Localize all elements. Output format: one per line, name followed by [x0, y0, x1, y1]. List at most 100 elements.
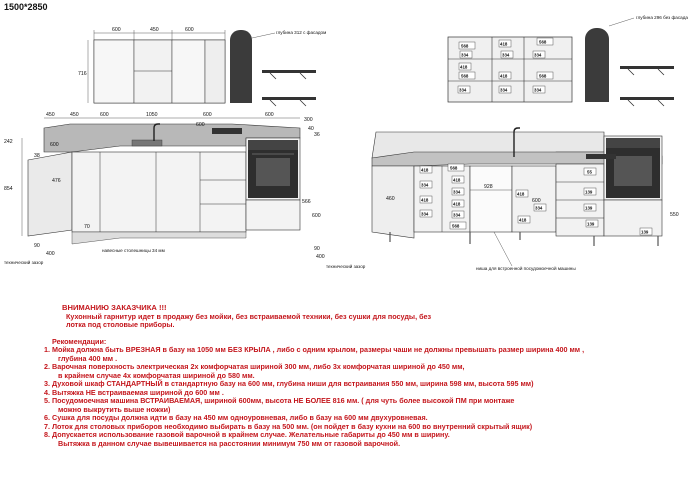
- rec-text: Духовой шкаф СТАНДАРТНЫЙ в стандартную б…: [52, 379, 534, 388]
- notes-intro-2: лотка под столовые приборы.: [66, 320, 175, 329]
- rb-box: 334: [453, 190, 461, 195]
- lt-dim-2: 450: [150, 27, 159, 33]
- rb-box: 334: [535, 206, 543, 211]
- lt-dim-3: 600: [185, 27, 194, 33]
- lb-dim: 450: [46, 112, 55, 118]
- rt-box: 418: [460, 65, 468, 70]
- recommendation-item: Вытяжка НЕ встраиваемая шириной до 600 м…: [52, 387, 695, 398]
- rb-box: 568: [452, 224, 460, 229]
- lt-dim-1: 600: [112, 27, 121, 33]
- rt-box: 334: [500, 88, 508, 93]
- rec-text-cont: можно выкрутить выше ножки): [58, 404, 171, 414]
- lb-dim: 600: [100, 112, 109, 118]
- lb-bottom: 400: [46, 251, 55, 257]
- lb-side: 854: [4, 186, 13, 192]
- lb-bottom: 90: [34, 243, 40, 249]
- lb-side: 566: [302, 199, 311, 205]
- lb-note-countertop: навесные столешницы 34 мм: [102, 248, 165, 253]
- rec-text: Лоток для столовых приборов необходимо в…: [52, 421, 533, 431]
- rec-text: Сушка для посуды должна идти в базу на 4…: [52, 413, 428, 422]
- rt-box: 418: [500, 42, 508, 47]
- rt-box: 334: [534, 88, 542, 93]
- rec-text: Вытяжка НЕ встраиваемая шириной до 600 м…: [52, 387, 224, 397]
- lb-label-tech2: технический зазор: [326, 263, 366, 269]
- rt-box: 334: [502, 53, 510, 58]
- lb-side: 70: [84, 224, 90, 230]
- recommendation-item: Посудомоечная машина ВСТРАИВАЕМАЯ, ширин…: [52, 396, 695, 414]
- recommendation-item: Мойка должна быть ВРЕЗНАЯ в базу на 1050…: [52, 345, 695, 363]
- rb-box: 334: [421, 212, 429, 217]
- recommendation-item: Варочная поверхность электрическая 2х ко…: [52, 362, 695, 380]
- lb-bottom: 90: [314, 246, 320, 252]
- right-base-cabinets: 418 334 418 334 568 418 334 418 334 568 …: [371, 127, 679, 271]
- rb-box: 568: [450, 166, 458, 171]
- rt-box: 418: [500, 74, 508, 79]
- lt-height: 716: [78, 71, 87, 77]
- rt-box-labels: 568 418 568 334 334 334 418 568 418 568 …: [457, 37, 554, 94]
- rec-text: Посудомоечная машина ВСТРАИВАЕМАЯ, ширин…: [52, 396, 515, 405]
- lb-side: 600: [312, 213, 321, 219]
- lb-dim: 300: [304, 117, 313, 123]
- rb-box: 139: [587, 222, 595, 227]
- lb-dim: 450: [70, 112, 79, 118]
- lb-side: 38: [34, 153, 40, 159]
- right-wall-cabinets: 568 418 568 334 334 334 418 568 418 568 …: [447, 15, 688, 107]
- lb-side: 242: [4, 139, 13, 145]
- rb-box: 418: [453, 202, 461, 207]
- rb-box: 418: [519, 218, 527, 223]
- rt-depth-note: глубина 296 без фасада: [636, 15, 688, 20]
- recommendation-item: Духовой шкаф СТАНДАРТНЫЙ в стандартную б…: [52, 379, 695, 389]
- lb-label-tech: технический зазор: [4, 259, 44, 265]
- rb-label-dishwasher: ниша для встроенной посудомоечной машины: [476, 265, 576, 271]
- rb-box-labels: 418 334 418 334 568 418 334 418 334 568 …: [419, 163, 653, 236]
- recommendation-item: Допускается использование газовой варочн…: [52, 430, 695, 448]
- notes-recommendations-title: Рекомендации:: [52, 336, 107, 346]
- rb-box: 418: [517, 192, 525, 197]
- rec-text: Варочная поверхность электрическая 2х ко…: [52, 362, 465, 371]
- notes-header: ВНИМАНИЮ ЗАКАЗЧИКА !!!: [62, 303, 167, 312]
- rt-box: 568: [461, 74, 469, 79]
- recommendations-list: Мойка должна быть ВРЕЗНАЯ в базу на 1050…: [40, 345, 695, 448]
- lb-dim: 1050: [146, 112, 158, 118]
- customer-notes: ВНИМАНИЮ ЗАКАЗЧИКА !!! Кухонный гарнитур…: [40, 303, 695, 448]
- rt-box: 568: [539, 40, 547, 45]
- lb-extra: 600: [196, 122, 205, 128]
- rb-dim: 928: [484, 184, 493, 190]
- rb-box: 139: [585, 190, 593, 195]
- recommendation-item: Сушка для посуды должна идти в базу на 4…: [52, 413, 695, 423]
- rec-text-cont: глубина 400 мм .: [58, 353, 118, 363]
- rec-text-cont: в крайнем случае 4х комфорчатая шириной …: [58, 370, 255, 380]
- lb-extra: 36: [314, 132, 320, 138]
- rb-box: 418: [453, 178, 461, 183]
- rb-box: 139: [641, 230, 649, 235]
- rb-box: 334: [421, 183, 429, 188]
- rec-text-cont: Вытяжка в данном случае вывешивается на …: [58, 438, 401, 448]
- rt-box: 568: [461, 44, 469, 49]
- rec-text: Мойка должна быть ВРЕЗНАЯ в базу на 1050…: [52, 345, 585, 354]
- lb-side: 600: [50, 142, 59, 148]
- notes-intro-1: Кухонный гарнитур идет в продажу без мой…: [66, 311, 432, 321]
- left-wall-cabinets: 600 450 600 716 глубина 312 с фасадом: [78, 27, 326, 107]
- rb-dim: 550: [670, 212, 679, 218]
- rb-box: 334: [453, 213, 461, 218]
- lb-dim: 600: [265, 112, 274, 118]
- lt-depth-note: глубина 312 с фасадом: [276, 30, 326, 35]
- rt-box: 568: [539, 74, 547, 79]
- rt-box: 334: [459, 88, 467, 93]
- rb-dim: 460: [386, 196, 395, 202]
- rt-box: 334: [534, 53, 542, 58]
- recommendation-item: Лоток для столовых приборов необходимо в…: [52, 421, 695, 432]
- rb-box: 418: [421, 198, 429, 203]
- kitchen-drawings: 600 450 600 716 глубина 312 с фасадом 56…: [4, 15, 688, 271]
- drawing-title: 1500*2850: [4, 2, 48, 12]
- rec-text: Допускается использование газовой варочн…: [52, 430, 450, 439]
- lb-dim: 600: [203, 112, 212, 118]
- lb-extra: 40: [308, 126, 314, 132]
- lb-side: 476: [52, 178, 61, 184]
- rb-box: 55: [587, 170, 592, 175]
- rb-box: 139: [585, 206, 593, 211]
- rb-box: 418: [421, 168, 429, 173]
- lb-bottom: 400: [316, 254, 325, 260]
- rb-dim: 600: [532, 198, 541, 204]
- rt-box: 334: [461, 53, 469, 58]
